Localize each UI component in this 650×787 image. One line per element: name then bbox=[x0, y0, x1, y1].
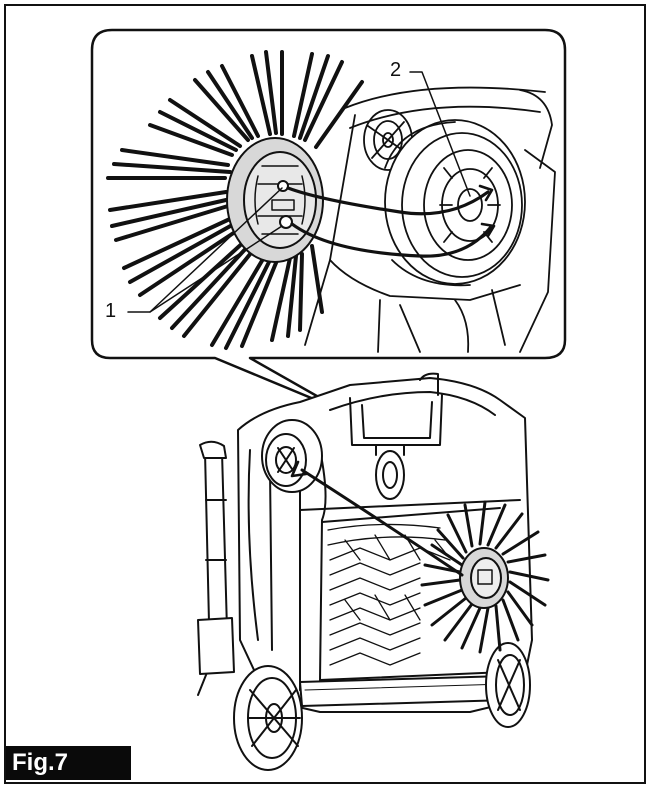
detail-inset bbox=[90, 28, 567, 414]
leader-lines bbox=[127, 71, 471, 313]
callout-2: 2 bbox=[390, 59, 402, 81]
machine-brush-hub bbox=[261, 419, 323, 493]
left-wheel bbox=[233, 665, 303, 771]
right-wheel bbox=[485, 642, 531, 728]
sweeper-machine bbox=[197, 372, 533, 771]
detached-side-brush bbox=[420, 500, 550, 654]
inset-brush-hub bbox=[226, 137, 324, 263]
mount-arrow bbox=[300, 468, 464, 577]
attach-arrows bbox=[286, 184, 496, 258]
inset-side-brush-bristles bbox=[106, 50, 364, 350]
figure-tag: Fig.7 bbox=[6, 746, 131, 780]
inset-machine-body bbox=[304, 86, 556, 353]
callout-1: 1 bbox=[105, 300, 117, 322]
